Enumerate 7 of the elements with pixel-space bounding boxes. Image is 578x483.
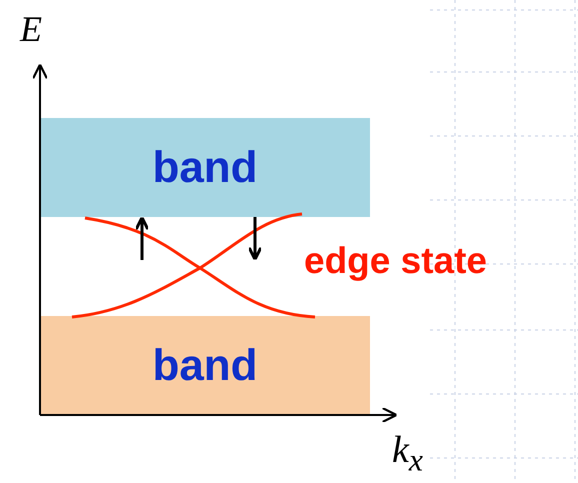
band-label: band (152, 340, 258, 390)
energy-band (40, 316, 370, 415)
band-label: band (152, 142, 258, 192)
energy-axis-label: E (20, 8, 42, 50)
momentum-axis-label: k$_{x}$ (392, 428, 423, 479)
edge-state-label: edge state (304, 240, 488, 282)
energy-band (40, 118, 370, 217)
